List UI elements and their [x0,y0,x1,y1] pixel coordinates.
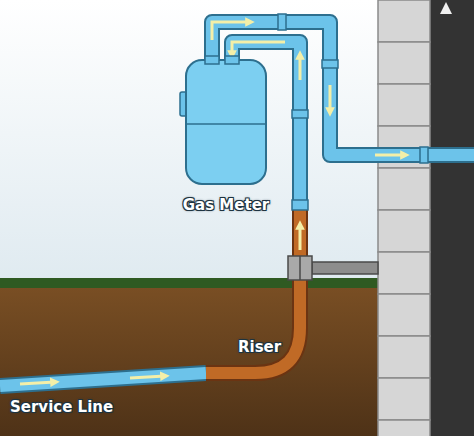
service-line-label: Service Line [10,398,113,416]
riser-label: Riser [238,338,281,356]
meter-label: Gas Meter [183,196,269,214]
